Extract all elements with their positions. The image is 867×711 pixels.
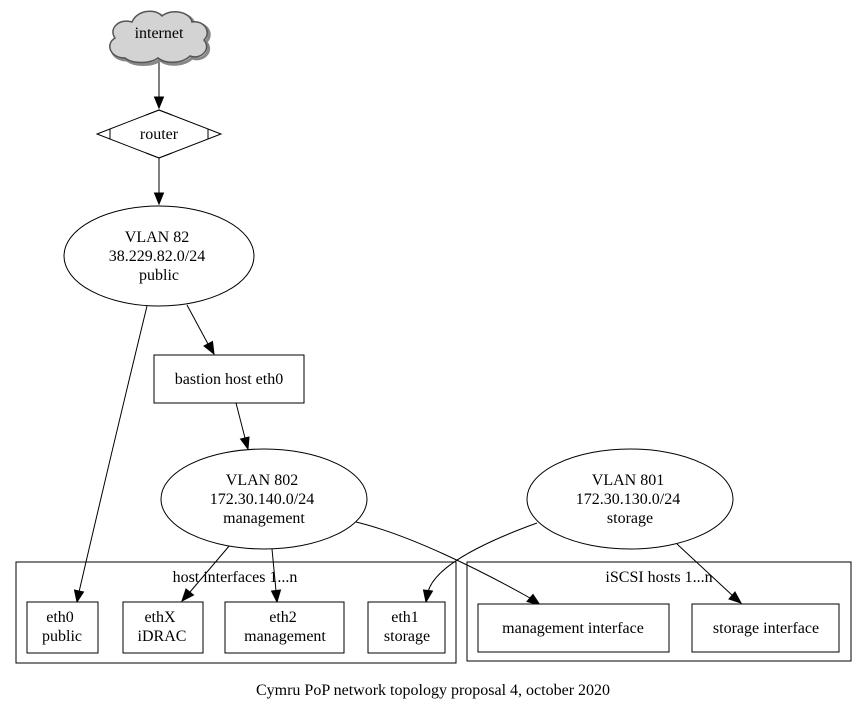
storage-iface-label: storage interface bbox=[713, 620, 819, 637]
vlan802-line-1: VLAN 802 bbox=[226, 472, 298, 489]
edge-vlan802-ethx bbox=[181, 544, 231, 603]
vlan801-node: VLAN 801 172.30.130.0/24 storage bbox=[526, 448, 734, 550]
eth0-line-1: eth0 bbox=[46, 609, 74, 626]
vlan82-label: VLAN 82 38.229.82.0/24 public bbox=[109, 229, 209, 284]
eth2-line-2: management bbox=[244, 628, 326, 645]
eth1-label: eth1 storage bbox=[384, 609, 430, 645]
vlan802-label: VLAN 802 172.30.140.0/24 management bbox=[210, 472, 318, 527]
edge-vlan82-eth0 bbox=[73, 305, 148, 604]
mgmt-iface-label: management interface bbox=[502, 620, 644, 637]
edge-internet-router bbox=[153, 62, 165, 110]
eth0-label: eth0 public bbox=[42, 609, 82, 645]
vlan801-line-2: 172.30.130.0/24 bbox=[576, 491, 680, 508]
eth1-node: eth1 storage bbox=[367, 601, 446, 654]
storage-iface-node: storage interface bbox=[691, 603, 840, 653]
internet-node: internet bbox=[109, 10, 211, 66]
eth2-line-1: eth2 bbox=[269, 609, 297, 626]
eth1-line-2: storage bbox=[384, 628, 430, 645]
router-node: router bbox=[95, 109, 223, 159]
bastion-label: bastion host eth0 bbox=[175, 371, 283, 388]
vlan82-line-3: public bbox=[139, 267, 179, 284]
vlan801-line-3: storage bbox=[607, 510, 653, 527]
cluster-iscsi-hosts-label: iSCSI hosts 1...n bbox=[605, 569, 712, 586]
ethx-node: ethX iDRAC bbox=[122, 601, 204, 654]
edge-bastion-vlan802 bbox=[235, 402, 250, 451]
vlan82-line-1: VLAN 82 bbox=[125, 229, 189, 246]
bastion-node: bastion host eth0 bbox=[153, 354, 305, 404]
vlan82-node: VLAN 82 38.229.82.0/24 public bbox=[63, 205, 255, 307]
router-label: router bbox=[140, 126, 179, 143]
edge-vlan802-eth2 bbox=[270, 548, 282, 604]
mgmt-iface-node: management interface bbox=[477, 603, 670, 653]
ethx-line-1: ethX bbox=[144, 609, 176, 626]
eth0-node: eth0 public bbox=[26, 601, 99, 654]
vlan802-line-3: management bbox=[223, 510, 305, 527]
internet-label: internet bbox=[135, 25, 184, 42]
vlan802-node: VLAN 802 172.30.140.0/24 management bbox=[160, 448, 368, 550]
edge-vlan801-eth1 bbox=[422, 522, 538, 604]
cluster-host-interfaces-label: host interfaces 1...n bbox=[173, 569, 298, 586]
ethx-label: ethX iDRAC bbox=[138, 609, 187, 645]
eth0-line-2: public bbox=[42, 628, 82, 645]
diagram-title: Cymru PoP network topology proposal 4, o… bbox=[256, 682, 610, 699]
vlan801-label: VLAN 801 172.30.130.0/24 storage bbox=[576, 472, 684, 527]
vlan802-line-2: 172.30.140.0/24 bbox=[210, 491, 314, 508]
edge-router-vlan82 bbox=[153, 158, 165, 206]
edge-vlan801-storage-iface bbox=[676, 543, 743, 604]
eth2-label: eth2 management bbox=[244, 609, 326, 645]
ethx-line-2: iDRAC bbox=[138, 628, 187, 645]
edge-vlan82-bastion bbox=[186, 304, 215, 356]
eth2-node: eth2 management bbox=[224, 601, 345, 654]
eth1-line-1: eth1 bbox=[391, 609, 419, 626]
vlan801-line-1: VLAN 801 bbox=[592, 472, 664, 489]
vlan82-line-2: 38.229.82.0/24 bbox=[109, 248, 205, 265]
edge-vlan802-mgmt-iface bbox=[355, 521, 542, 606]
edges bbox=[73, 62, 743, 606]
